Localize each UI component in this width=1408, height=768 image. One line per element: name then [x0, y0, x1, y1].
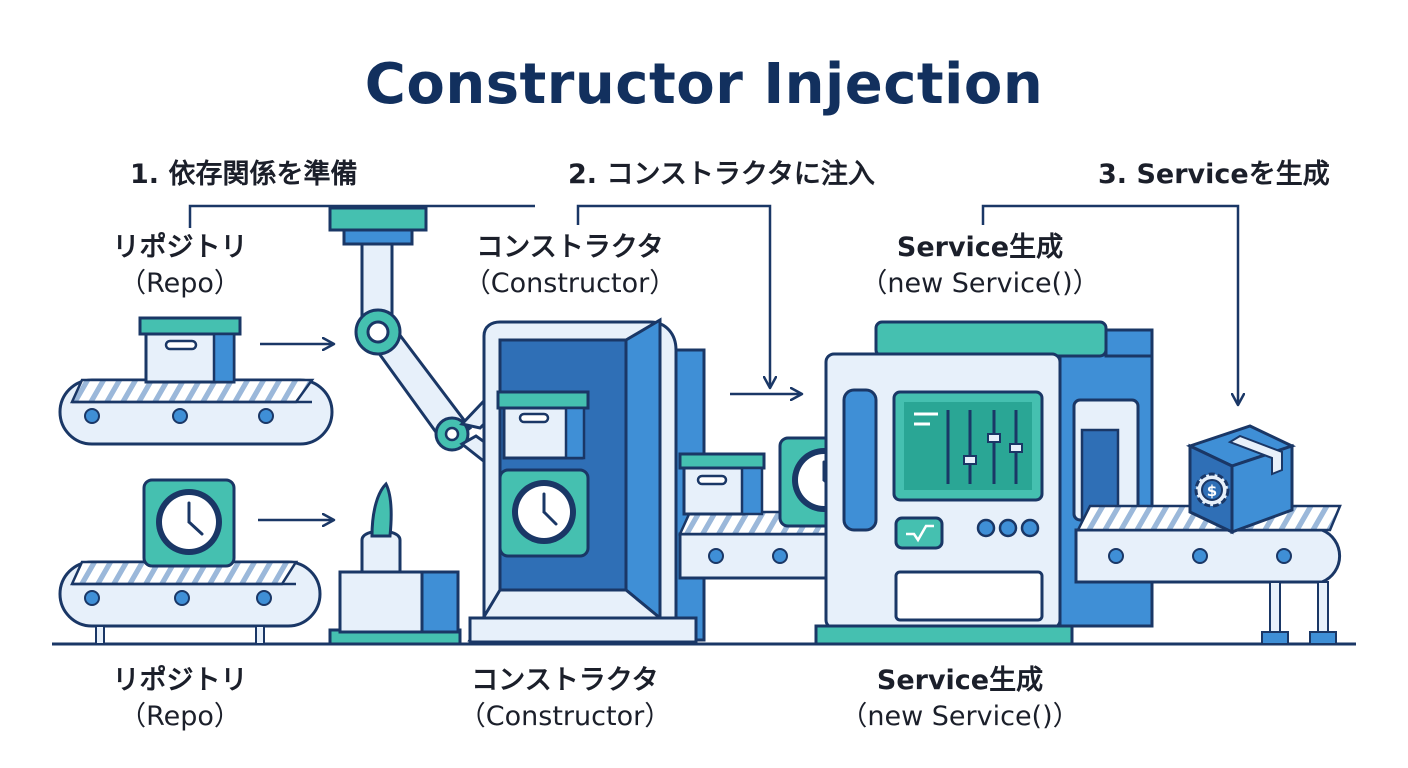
step-1-label: 1. 依存関係を準備	[130, 159, 358, 190]
constructor-machine	[467, 317, 706, 644]
step-2-bracket	[576, 204, 770, 388]
clock-icon	[142, 478, 236, 568]
bottom-label-constructor-line1: コンストラクタ	[471, 665, 659, 696]
top-label-repo-line1: リポジトリ	[112, 232, 248, 263]
top-label-constructor-line2: （Constructor）	[463, 268, 677, 299]
top-label-service-line1: Service生成	[896, 232, 1064, 263]
top-label-constructor-line1: コンストラクタ	[476, 232, 664, 263]
box-on-belt	[678, 452, 766, 516]
top-label-repo: リポジトリ （Repo）	[80, 230, 280, 302]
step-2-label: 2. コンストラクタに注入	[568, 159, 875, 190]
bottom-label-service-line2: （new Service()）	[840, 701, 1080, 732]
box-icon	[138, 316, 242, 384]
pedestal	[328, 481, 462, 646]
top-label-service: Service生成 （new Service()）	[850, 230, 1110, 302]
bottom-label-repo-line1: リポジトリ	[112, 665, 248, 696]
top-label-repo-line2: （Repo）	[119, 268, 241, 299]
dollar-gear-box-icon: $	[1185, 424, 1297, 535]
step-1-bracket	[188, 204, 535, 228]
top-label-service-line2: （new Service()）	[860, 268, 1100, 299]
bottom-label-service: Service生成 （new Service()）	[830, 663, 1090, 735]
repo-conveyor-top	[58, 378, 334, 446]
step-3-bracket	[981, 204, 1238, 405]
bottom-label-constructor: コンストラクタ （Constructor）	[435, 663, 695, 735]
step-3-label: 3. Serviceを生成	[1098, 159, 1330, 190]
bottom-label-service-line1: Service生成	[876, 665, 1044, 696]
bottom-label-constructor-line2: （Constructor）	[458, 701, 672, 732]
svg-text:$: $	[1207, 482, 1217, 500]
diagram-title: Constructor Injection	[364, 52, 1044, 117]
bottom-label-repo-line2: （Repo）	[119, 701, 241, 732]
clock-conveyor-bottom	[58, 560, 322, 645]
top-label-constructor: コンストラクタ （Constructor）	[440, 230, 700, 302]
bottom-label-repo: リポジトリ （Repo）	[80, 663, 280, 735]
service-machine	[814, 320, 1154, 646]
